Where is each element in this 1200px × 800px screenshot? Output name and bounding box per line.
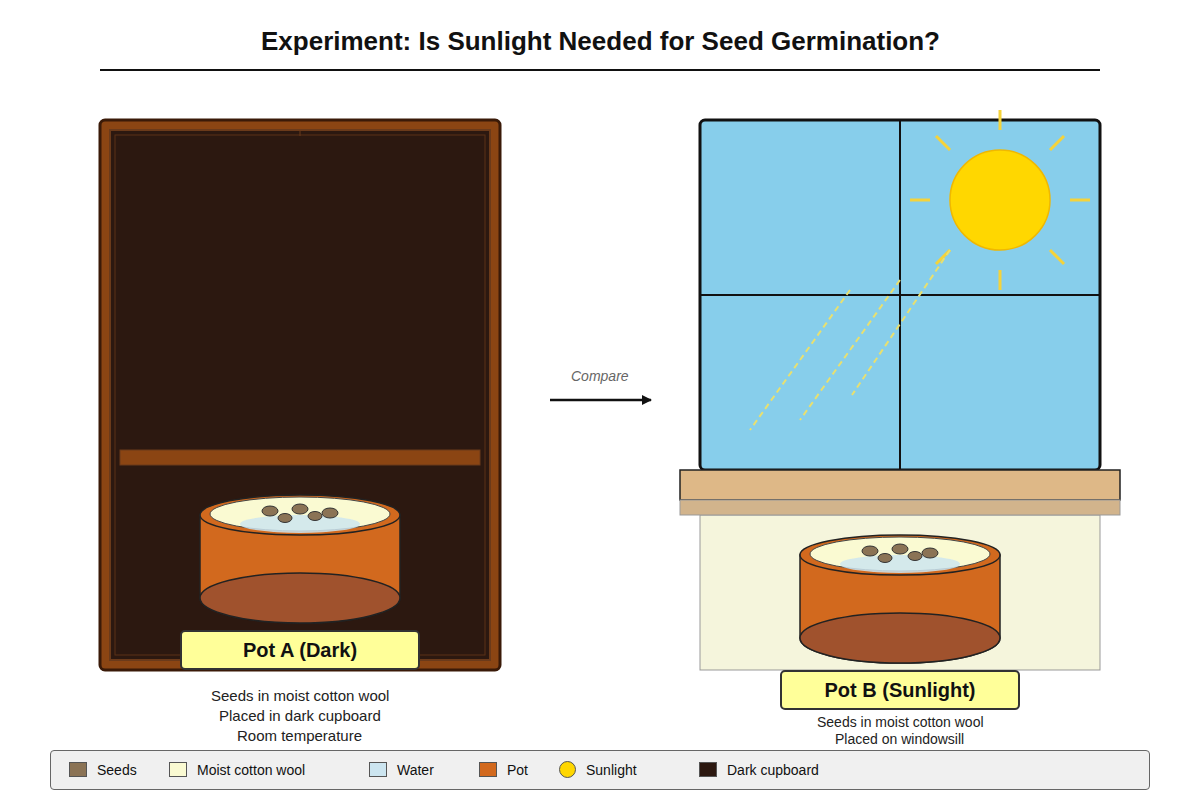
legend-swatch: [169, 762, 187, 777]
dark-cupboard: [100, 120, 500, 670]
legend-text: Pot: [507, 762, 528, 778]
sun: [910, 110, 1090, 290]
diagram-title: Experiment: Is Sunlight Needed for Seed …: [261, 26, 940, 57]
legend-swatch: [369, 762, 387, 777]
arrow-label: Compare: [571, 368, 629, 384]
pot-a-note: Seeds in moist cotton wool: [211, 687, 389, 704]
legend-panel: Seeds Moist cotton wool Water Pot Sunlight Da…: [50, 750, 1150, 790]
legend-text: Sunlight: [586, 762, 637, 778]
pot-label: Pot B (Sunlight): [824, 679, 975, 702]
legend-swatch: [559, 761, 576, 778]
legend-swatch: [69, 762, 87, 777]
window: [700, 120, 1100, 470]
legend-item: Pot: [479, 751, 528, 788]
pot-label-box: Pot A (Dark): [180, 630, 420, 670]
legend-text: Water: [397, 762, 434, 778]
pot-a: [200, 495, 400, 623]
pot-label: Pot A (Dark): [243, 639, 357, 662]
legend-item: Sunlight: [559, 751, 637, 788]
compare-arrow: [550, 399, 651, 402]
pot-b: [800, 535, 1000, 663]
legend-swatch: [699, 762, 717, 777]
sun-rays: [750, 250, 950, 430]
title-rule: [100, 69, 1100, 71]
legend-item: Moist cotton wool: [169, 751, 305, 788]
pot-label-box: Pot B (Sunlight): [780, 670, 1020, 710]
legend-text: Seeds: [97, 762, 137, 778]
legend-text: Dark cupboard: [727, 762, 819, 778]
legend-item: Seeds: [69, 751, 137, 788]
legend-item: Dark cupboard: [699, 751, 819, 788]
legend-text: Moist cotton wool: [197, 762, 305, 778]
legend-swatch: [479, 762, 497, 777]
pot-b-note: Seeds in moist cotton wool: [817, 714, 984, 730]
windowsill: [680, 470, 1120, 670]
pot-a-note: Room temperature: [237, 727, 362, 744]
pot-b-note: Placed on windowsill: [835, 731, 964, 747]
pot-a-note: Placed in dark cupboard: [219, 707, 381, 724]
legend-item: Water: [369, 751, 434, 788]
